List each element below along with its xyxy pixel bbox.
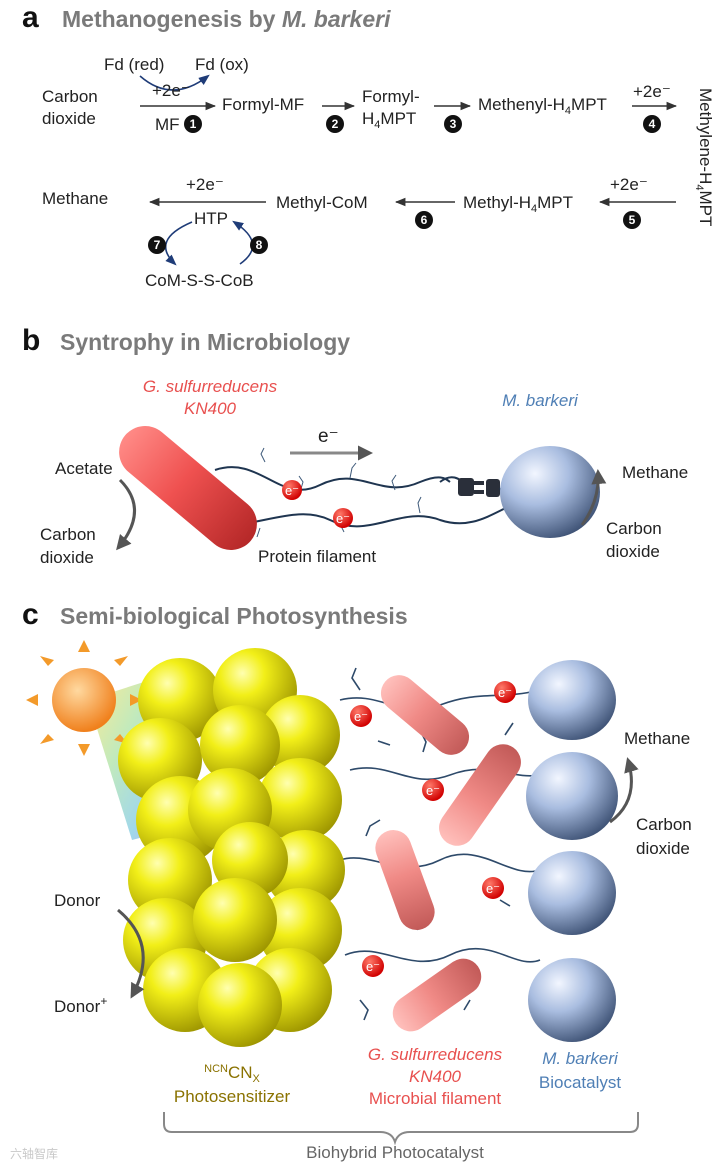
formyl-mf-label: Formyl-MF <box>222 95 304 114</box>
step4-electrons: +2e⁻ <box>633 82 671 101</box>
barkeri-label: M. barkeri <box>502 391 579 410</box>
step-4-number: 4 <box>649 117 656 131</box>
biocatalyst-label: Biocatalyst <box>539 1073 621 1092</box>
step-6-number: 6 <box>421 213 428 227</box>
electron-c-3-label: e⁻ <box>426 783 440 798</box>
photosensitizer-label: Photosensitizer <box>174 1087 291 1106</box>
panel-a-title: Methanogenesis by M. barkeri <box>62 6 391 32</box>
electron-1-label: e⁻ <box>285 483 299 498</box>
c-barkeri-label: M. barkeri <box>542 1049 619 1068</box>
panel-c-title: Semi-biological Photosynthesis <box>60 603 408 629</box>
geobacter-label: G. sulfurreducens <box>143 377 278 396</box>
electron-c-5-label: e⁻ <box>366 959 380 974</box>
step-8-number: 8 <box>256 238 263 252</box>
step-5-number: 5 <box>629 213 636 227</box>
electron-c-2-label: e⁻ <box>498 685 512 700</box>
formyl-h4mpt-label: Formyl- <box>362 87 420 106</box>
photosensitizer-cluster <box>118 648 345 1047</box>
b-carbon-dioxide-right-2: dioxide <box>606 542 660 561</box>
step-3-number: 3 <box>450 117 457 131</box>
geobacter-cell <box>108 415 267 560</box>
step7-electrons: +2e⁻ <box>186 175 224 194</box>
step5-electrons: +2e⁻ <box>610 175 648 194</box>
geobacter-strain-label: KN400 <box>184 399 237 418</box>
methyl-h4mpt-label: Methyl-H4MPT <box>463 193 573 215</box>
geobacter-rods-c <box>370 668 528 1039</box>
methane-product-label: Methane <box>42 189 108 208</box>
panel-a: a Methanogenesis by M. barkeri Carbon di… <box>22 1 715 290</box>
fd-ox-label: Fd (ox) <box>195 55 249 74</box>
barkeri-cell <box>500 446 600 538</box>
panel-a-letter: a <box>22 1 39 34</box>
b-carbon-dioxide-right: Carbon <box>606 519 662 538</box>
protein-filament-label: Protein filament <box>258 547 376 566</box>
cycle-arrow-7 <box>166 222 192 264</box>
panel-b-letter: b <box>22 324 40 357</box>
electron-c-4-label: e⁻ <box>486 881 500 896</box>
electron-c-1-label: e⁻ <box>354 709 368 724</box>
c-carbon-dioxide-label-2: dioxide <box>636 839 690 858</box>
acetate-label: Acetate <box>55 459 113 478</box>
electron-2-label: e⁻ <box>336 511 350 526</box>
b-carbon-dioxide-label-2: dioxide <box>40 548 94 567</box>
donor-plus-label: Donor+ <box>54 994 107 1016</box>
biohybrid-label: Biohybrid Photocatalyst <box>306 1143 484 1162</box>
step-2-number: 2 <box>332 117 339 131</box>
step1-electrons: +2e⁻ <box>152 81 190 100</box>
barkeri-cells-c <box>526 660 618 1042</box>
c-geobacter-label: G. sulfurreducens <box>368 1045 503 1064</box>
step-1-number: 1 <box>190 117 197 131</box>
formyl-h4mpt-label-2: H4MPT <box>362 109 416 131</box>
c-methane-label: Methane <box>624 729 690 748</box>
methyl-com-label: Methyl-CoM <box>276 193 368 212</box>
panel-b-title: Syntrophy in Microbiology <box>60 329 350 355</box>
b-methane-label: Methane <box>622 463 688 482</box>
step-7-number: 7 <box>154 238 161 252</box>
biohybrid-brace <box>164 1112 638 1142</box>
mf-label: MF <box>155 115 180 134</box>
panel-c: c Semi-biological Photosynthesis <box>10 598 692 1162</box>
carbon-dioxide-label-2: dioxide <box>42 109 96 128</box>
acetate-arrow <box>118 480 135 548</box>
c-geobacter-strain-label: KN400 <box>409 1067 462 1086</box>
electron-flow-label: e⁻ <box>318 426 339 447</box>
panel-c-letter: c <box>22 598 39 631</box>
protein-filament-upper <box>215 467 450 490</box>
microbial-filament-label: Microbial filament <box>369 1089 502 1108</box>
htp-label: HTP <box>194 209 228 228</box>
com-s-s-cob-label: CoM-S-S-CoB <box>145 271 254 290</box>
c-carbon-dioxide-label: Carbon <box>636 815 692 834</box>
cycle-arrow-8 <box>234 222 253 264</box>
methylene-h4mpt-label: Methylene-H4MPT <box>693 88 715 226</box>
ncn-cnx-label: NCNCNX <box>204 1063 260 1085</box>
panel-b: b Syntrophy in Microbiology G. sulfurred… <box>22 324 688 567</box>
methenyl-h4mpt-label: Methenyl-H4MPT <box>478 95 607 117</box>
b-carbon-dioxide-label: Carbon <box>40 525 96 544</box>
fd-red-label: Fd (red) <box>104 55 164 74</box>
carbon-dioxide-label: Carbon <box>42 87 98 106</box>
donor-label: Donor <box>54 891 101 910</box>
watermark: 六轴智库 <box>10 1146 58 1161</box>
